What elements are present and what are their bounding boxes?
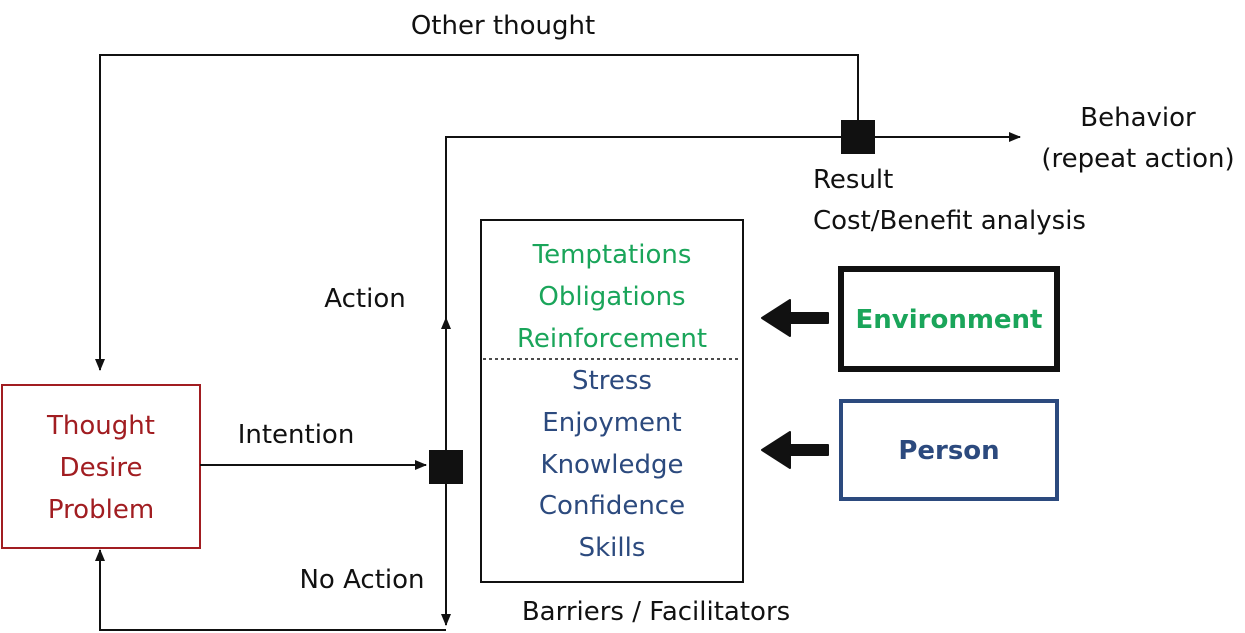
thought-box-line-2: Desire	[60, 453, 143, 483]
person-factor-item: Confidence	[539, 491, 685, 521]
thought-box	[1, 384, 201, 549]
action-label: Action	[324, 284, 405, 314]
result-label-line2: Cost/Benefit analysis	[813, 206, 1086, 236]
person-label: Person	[898, 436, 999, 466]
no-action-return-connector	[95, 549, 446, 631]
environment-factor-item: Obligations	[538, 282, 685, 312]
intention-junction	[429, 450, 463, 484]
person-factor-item: Enjoyment	[542, 408, 681, 438]
person-box	[839, 399, 1059, 501]
person-factor-item: Skills	[579, 533, 646, 563]
other-thought-connector	[95, 54, 859, 371]
person-factor-item: Stress	[572, 366, 652, 396]
environment-factor-item: Reinforcement	[517, 324, 707, 354]
no-action-label: No Action	[299, 565, 424, 595]
person-influence-arrow	[761, 431, 829, 469]
intention-label: Intention	[238, 420, 355, 450]
environment-influence-arrow	[761, 299, 829, 337]
person-factor-item: Knowledge	[541, 450, 684, 480]
environment-box	[838, 266, 1060, 372]
barriers-facilitators-box	[480, 219, 744, 583]
result-label-line1: Result	[813, 165, 893, 195]
environment-factor-item: Temptations	[532, 240, 692, 270]
environment-label: Environment	[856, 305, 1043, 335]
thought-box-line-1: Thought	[46, 411, 155, 441]
behavior-label-line2: (repeat action)	[1041, 144, 1234, 174]
barriers-facilitators-label: Barriers / Facilitators	[522, 597, 790, 627]
thought-box-line-3: Problem	[48, 495, 154, 525]
result-junction	[841, 120, 875, 154]
other-thought-label: Other thought	[411, 11, 595, 41]
behavior-label-line1: Behavior	[1080, 103, 1196, 133]
